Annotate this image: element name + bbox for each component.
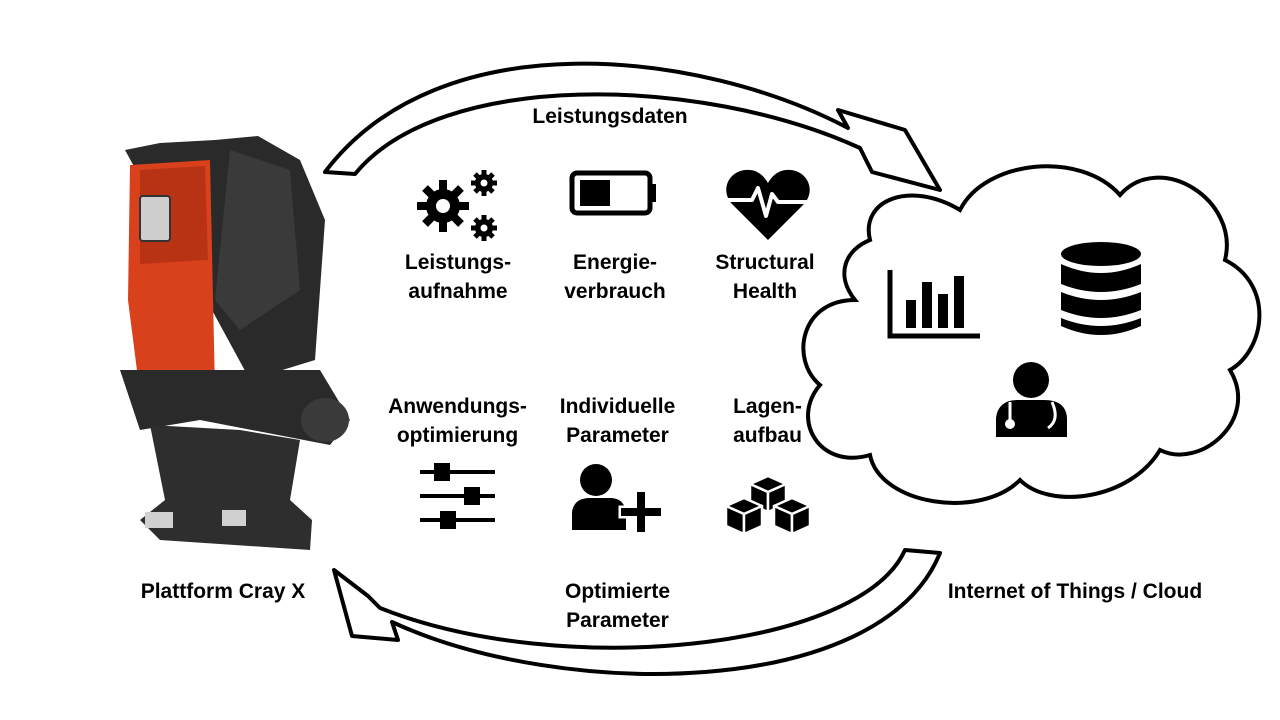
user-plus-icon <box>572 464 664 535</box>
cloud-shape <box>801 164 1262 505</box>
bottom-arrow-label: Optimierte Parameter <box>564 580 671 632</box>
label-anwendungsoptimierung: Anwendungs- optimierung <box>388 395 527 447</box>
label-individuelle-parameter: Individuelle Parameter <box>559 395 676 447</box>
label-leistungsaufnahme: Leistungs- aufnahme <box>404 251 512 303</box>
heart-pulse-icon <box>726 169 810 240</box>
database-icon <box>1061 242 1141 335</box>
exoskeleton-image <box>120 136 350 550</box>
bar-chart-icon <box>887 270 980 339</box>
platform-label: Plattform Cray X <box>140 580 306 603</box>
cloud-label: Internet of Things / Cloud <box>947 580 1203 603</box>
battery-icon <box>569 170 656 216</box>
top-arrow <box>323 61 942 192</box>
label-energieverbrauch: Energie- verbrauch <box>564 251 666 303</box>
label-structural-health: Structural Health <box>715 251 815 303</box>
label-lagenaufbau: Lagen- aufbau <box>733 395 802 447</box>
cubes-icon <box>724 474 812 536</box>
sliders-icon <box>420 463 495 529</box>
bottom-arrow <box>332 548 942 676</box>
doctor-icon <box>996 362 1067 437</box>
top-arrow-label: Leistungsdaten <box>532 105 688 128</box>
gears-icon <box>417 170 497 241</box>
